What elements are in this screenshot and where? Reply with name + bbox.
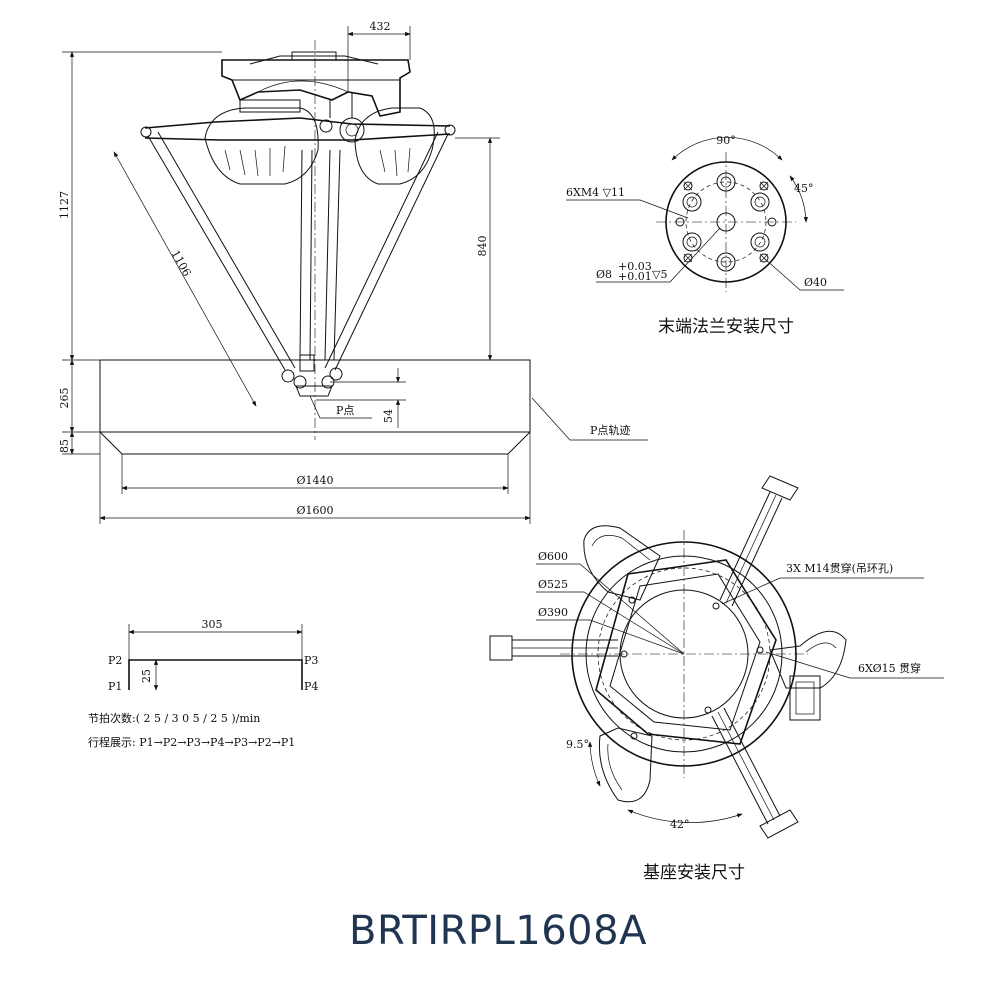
base-angle-42: 42° bbox=[670, 818, 690, 831]
flange-caption: 末端法兰安装尺寸 bbox=[658, 317, 794, 337]
base-d390-label: Ø390 bbox=[538, 606, 568, 619]
p-trajectory-label: P点轨迹 bbox=[590, 423, 630, 437]
base-lifting-holes-label: 3X M14贯穿(吊环孔) bbox=[786, 561, 893, 575]
robot-motor-domes bbox=[204, 107, 435, 185]
base-motor-lobe-bottom bbox=[598, 727, 653, 803]
cycle-p3: P3 bbox=[304, 654, 318, 667]
cycle-route: 行程展示: P1→P2→P3→P4→P3→P2→P1 bbox=[88, 736, 295, 749]
base-arm-left bbox=[489, 635, 618, 661]
cycle-p4: P4 bbox=[304, 680, 318, 693]
cycle-dim-25: 25 bbox=[140, 669, 153, 683]
flange-pin-tol-upper: +0.03 bbox=[618, 260, 652, 273]
dim-54-label: 54 bbox=[382, 409, 395, 423]
base-through-holes-label: 6XØ15 贯穿 bbox=[858, 661, 921, 675]
flange-angle-45: 45° bbox=[794, 182, 814, 195]
flange-holes-label: 6XM4 ▽11 bbox=[566, 186, 625, 199]
base-view: Ø600 Ø525 Ø390 3X M14贯穿(吊环孔) 6XØ15 贯穿 9.… bbox=[489, 475, 944, 883]
base-triangle-frame bbox=[595, 559, 777, 745]
base-angle-9-5: 9.5° bbox=[566, 738, 589, 751]
flange-pin-tol-lower: +0.01 bbox=[618, 270, 652, 283]
robot-upper-arms bbox=[144, 117, 451, 141]
base-arm-upper-right bbox=[719, 475, 799, 607]
flange-angle-90: 90° bbox=[716, 134, 736, 147]
cycle-p2: P2 bbox=[108, 654, 122, 667]
flange-center-pin bbox=[716, 212, 736, 232]
cycle-beats: 节拍次数:( 2 5 / 3 0 5 / 2 5 )/min bbox=[88, 711, 260, 725]
dim-1106-label: 1106 bbox=[169, 248, 194, 279]
dim-85-label: 85 bbox=[58, 439, 71, 453]
cycle-dim-305: 305 bbox=[202, 618, 223, 631]
p-point-label: P点 bbox=[336, 404, 354, 417]
flange-diameter-label: Ø40 bbox=[804, 276, 827, 289]
model-title: BRTIRPL1608A bbox=[349, 908, 647, 954]
flange-pin-label: Ø8 bbox=[596, 268, 612, 281]
dim-1127-label: 1127 bbox=[58, 191, 71, 219]
robot-parallel-rods bbox=[147, 131, 449, 371]
base-d600-label: Ø600 bbox=[538, 550, 568, 563]
base-caption: 基座安装尺寸 bbox=[643, 863, 745, 883]
cycle-p1: P1 bbox=[108, 680, 122, 693]
base-d525-label: Ø525 bbox=[538, 578, 568, 591]
base-motor-lobe-top bbox=[583, 525, 661, 601]
dim-d1600-label: Ø1600 bbox=[296, 504, 333, 517]
front-view: 432 1127 265 85 1106 840 54 P点 P点轨迹 Ø144… bbox=[58, 20, 648, 524]
dim-840-label: 840 bbox=[476, 236, 489, 257]
flange-view: 90° 45° 6XM4 ▽11 Ø8 +0.03 +0.01 ▽5 Ø40 末… bbox=[566, 134, 844, 337]
dim-432-label: 432 bbox=[370, 20, 391, 33]
cycle-path bbox=[128, 659, 303, 690]
flange-pin-depth: ▽5 bbox=[652, 268, 667, 281]
robot-end-effector bbox=[281, 354, 343, 397]
dim-d1440-label: Ø1440 bbox=[296, 474, 333, 487]
dim-265-label: 265 bbox=[58, 388, 71, 409]
cycle-diagram: 305 25 P2 P1 P3 P4 节拍次数:( 2 5 / 3 0 5 / … bbox=[88, 618, 318, 749]
